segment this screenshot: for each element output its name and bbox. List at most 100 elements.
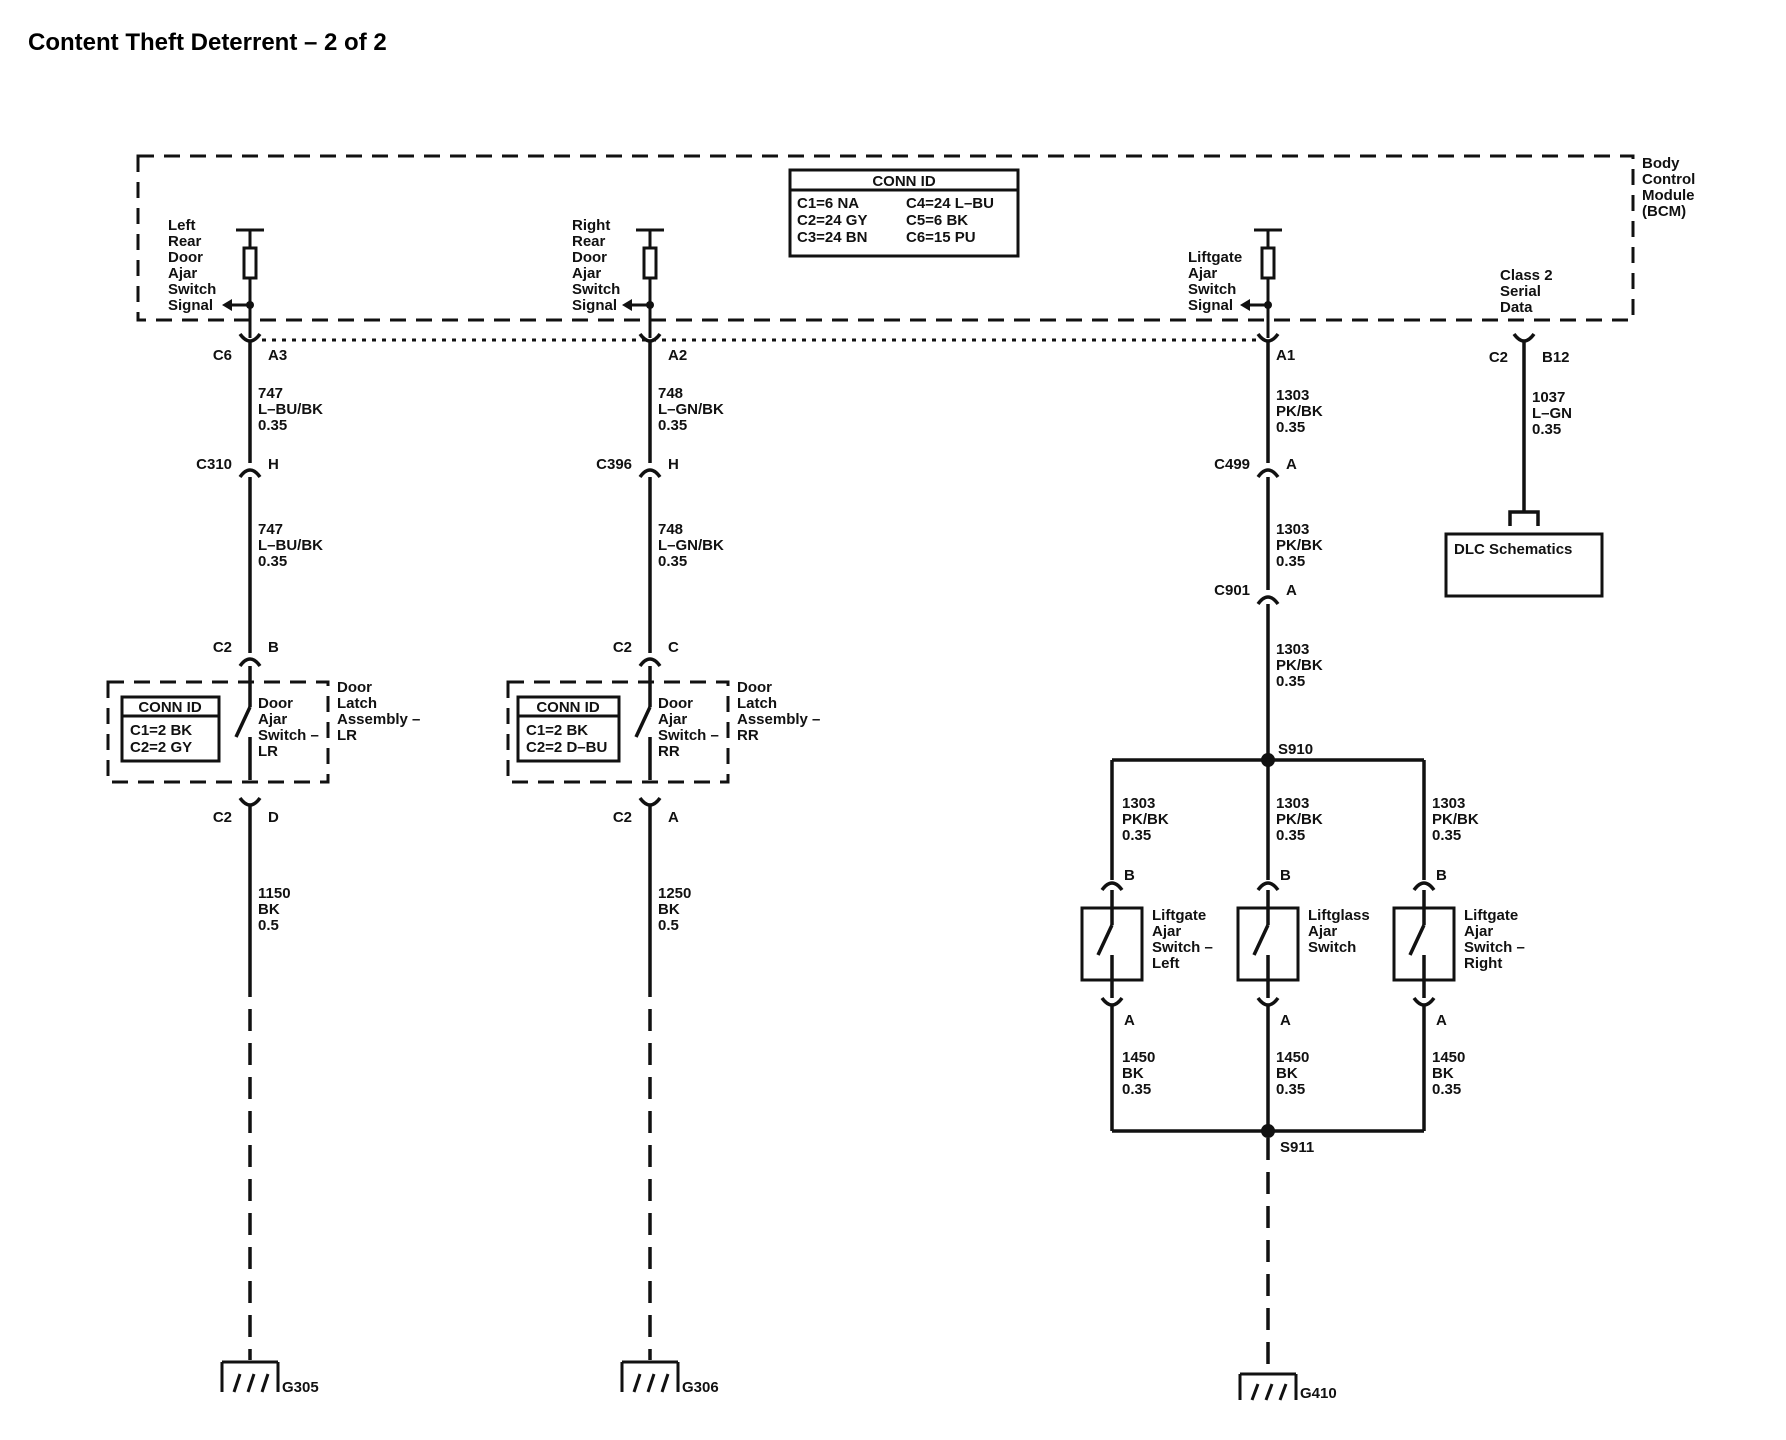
svg-text:Switch –: Switch –	[658, 727, 719, 744]
svg-text:0.35: 0.35	[1122, 1081, 1151, 1098]
svg-text:0.35: 0.35	[1122, 827, 1151, 844]
svg-text:BK: BK	[1122, 1065, 1144, 1082]
circuit-lr: C6 A3 747 L–BU/BK 0.35 C310 H 747 L–BU/B…	[106, 332, 420, 1396]
circuit-rr: A2 748 L–GN/BK 0.35 C396 H 748 L–GN/BK 0…	[506, 332, 820, 1396]
svg-text:Ajar: Ajar	[658, 711, 687, 728]
svg-text:Body: Body	[1642, 155, 1680, 172]
svg-text:1450: 1450	[1276, 1049, 1309, 1066]
svg-text:0.5: 0.5	[258, 917, 279, 934]
svg-text:PK/BK: PK/BK	[1432, 811, 1479, 828]
svg-text:0.35: 0.35	[1276, 419, 1305, 436]
bcm-signal-lr: Left Rear Door Ajar Switch Signal	[168, 217, 264, 338]
svg-text:PK/BK: PK/BK	[1276, 657, 1323, 674]
svg-text:RR: RR	[737, 727, 759, 744]
svg-text:0.35: 0.35	[258, 417, 287, 434]
svg-text:Latch: Latch	[737, 695, 777, 712]
svg-text:C2=2 GY: C2=2 GY	[130, 739, 192, 756]
svg-text:G305: G305	[282, 1379, 319, 1396]
svg-text:C2: C2	[613, 809, 632, 826]
svg-text:Left: Left	[168, 217, 196, 234]
ground-g306: G306	[620, 1360, 719, 1396]
svg-text:Assembly –: Assembly –	[737, 711, 820, 728]
circuit-liftgate: A1 1303 PK/BK 0.35 C499 A 1303 PK/BK 0.3…	[1080, 332, 1525, 1402]
svg-text:PK/BK: PK/BK	[1122, 811, 1169, 828]
svg-text:S911: S911	[1280, 1139, 1314, 1156]
svg-text:Door: Door	[572, 249, 607, 266]
svg-text:A1: A1	[1276, 347, 1295, 364]
door-latch-assembly-lr	[106, 680, 330, 784]
svg-text:748: 748	[658, 385, 683, 402]
svg-text:A3: A3	[268, 347, 287, 364]
svg-text:Class 2: Class 2	[1500, 267, 1553, 284]
svg-text:Rear: Rear	[168, 233, 202, 250]
svg-text:B: B	[1280, 867, 1291, 884]
svg-text:Door: Door	[258, 695, 293, 712]
svg-text:1303: 1303	[1276, 521, 1309, 538]
svg-text:L–GN/BK: L–GN/BK	[658, 401, 724, 418]
svg-text:C2=2 D–BU: C2=2 D–BU	[526, 739, 607, 756]
svg-text:0.35: 0.35	[1276, 553, 1305, 570]
svg-text:A: A	[1124, 1012, 1135, 1029]
svg-text:1037: 1037	[1532, 389, 1565, 406]
svg-text:B: B	[1124, 867, 1135, 884]
svg-text:G410: G410	[1300, 1385, 1337, 1402]
svg-text:BK: BK	[1276, 1065, 1298, 1082]
svg-text:0.35: 0.35	[1276, 1081, 1305, 1098]
svg-text:DLC Schematics: DLC Schematics	[1454, 541, 1572, 558]
svg-text:Module: Module	[1642, 187, 1695, 204]
svg-text:D: D	[268, 809, 279, 826]
svg-text:1303: 1303	[1276, 387, 1309, 404]
ground-g305: G305	[220, 1360, 319, 1396]
svg-text:Switch: Switch	[1308, 939, 1356, 956]
svg-text:C3=24 BN: C3=24 BN	[797, 229, 867, 246]
svg-text:H: H	[268, 456, 279, 473]
svg-text:PK/BK: PK/BK	[1276, 537, 1323, 554]
svg-text:B: B	[268, 639, 279, 656]
svg-text:L–GN/BK: L–GN/BK	[658, 537, 724, 554]
svg-text:0.35: 0.35	[1276, 673, 1305, 690]
svg-text:1303: 1303	[1432, 795, 1465, 812]
svg-text:Ajar: Ajar	[168, 265, 197, 282]
svg-text:CONN ID: CONN ID	[536, 699, 600, 716]
door-latch-assembly-rr	[506, 680, 730, 784]
svg-text:Assembly –: Assembly –	[337, 711, 420, 728]
bcm-label: Body Control Module (BCM)	[1642, 155, 1695, 220]
bcm-signal-liftgate: Liftgate Ajar Switch Signal	[1188, 228, 1282, 338]
svg-text:C396: C396	[596, 456, 632, 473]
svg-text:A: A	[1280, 1012, 1291, 1029]
svg-text:Signal: Signal	[1188, 297, 1233, 314]
bcm-signal-rr: Right Rear Door Ajar Switch Signal	[572, 217, 664, 338]
svg-text:Rear: Rear	[572, 233, 606, 250]
svg-text:RR: RR	[658, 743, 680, 760]
svg-text:Liftgate: Liftgate	[1464, 907, 1518, 924]
svg-text:LR: LR	[337, 727, 357, 744]
svg-text:L–GN: L–GN	[1532, 405, 1572, 422]
svg-text:C1=2 BK: C1=2 BK	[130, 722, 192, 739]
svg-text:1150: 1150	[258, 885, 291, 902]
svg-text:C: C	[668, 639, 679, 656]
svg-text:0.5: 0.5	[658, 917, 679, 934]
svg-text:C5=6 BK: C5=6 BK	[906, 212, 968, 229]
svg-text:Right: Right	[1464, 955, 1502, 972]
svg-text:Left: Left	[1152, 955, 1180, 972]
svg-text:0.35: 0.35	[258, 553, 287, 570]
svg-text:A2: A2	[668, 347, 687, 364]
svg-text:C499: C499	[1214, 456, 1250, 473]
svg-text:Switch: Switch	[1188, 281, 1236, 298]
svg-text:A: A	[668, 809, 679, 826]
svg-text:PK/BK: PK/BK	[1276, 811, 1323, 828]
svg-text:Door: Door	[658, 695, 693, 712]
svg-text:BK: BK	[1432, 1065, 1454, 1082]
svg-text:A: A	[1286, 582, 1297, 599]
svg-text:Door: Door	[337, 679, 372, 696]
svg-text:747: 747	[258, 521, 283, 538]
svg-text:747: 747	[258, 385, 283, 402]
svg-text:Ajar: Ajar	[258, 711, 287, 728]
svg-text:748: 748	[658, 521, 683, 538]
svg-text:0.35: 0.35	[1432, 827, 1461, 844]
svg-text:Liftgate: Liftgate	[1188, 249, 1242, 266]
svg-text:CONN ID: CONN ID	[138, 699, 202, 716]
svg-text:BK: BK	[658, 901, 680, 918]
svg-text:L–BU/BK: L–BU/BK	[258, 537, 323, 554]
svg-text:1450: 1450	[1432, 1049, 1465, 1066]
